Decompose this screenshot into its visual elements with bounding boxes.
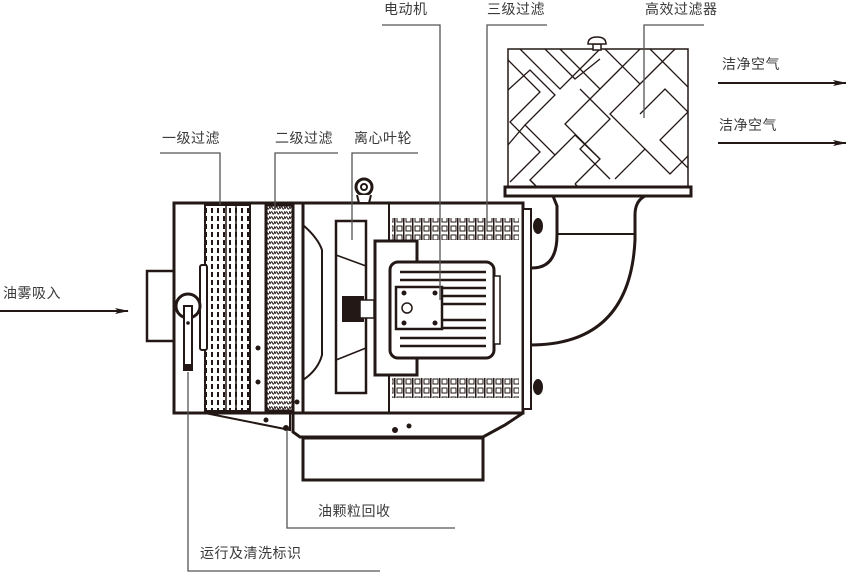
lifting-eye bbox=[354, 177, 374, 204]
label-motor: 电动机 bbox=[384, 2, 428, 18]
leader-hepa bbox=[643, 24, 704, 118]
motor bbox=[373, 239, 501, 377]
leader-motor bbox=[382, 24, 441, 300]
oil-recovery-tray bbox=[291, 411, 524, 482]
label-oil-particle-recovery: 油颗粒回收 bbox=[318, 504, 391, 520]
leader-first-filter bbox=[160, 152, 221, 205]
label-oil-mist-inlet: 油雾吸入 bbox=[3, 286, 61, 302]
label-run-clean-indicator: 运行及清洗标识 bbox=[200, 546, 302, 562]
side-knobs bbox=[522, 208, 543, 410]
leader-oil-recovery bbox=[286, 430, 455, 529]
leader-second-filter bbox=[274, 152, 338, 210]
leader-indicator bbox=[187, 372, 380, 572]
label-third-filter: 三级过滤 bbox=[487, 2, 545, 18]
leader-lines bbox=[160, 24, 704, 572]
run-clean-indicator bbox=[174, 264, 208, 371]
label-second-filter: 二级过滤 bbox=[275, 131, 333, 147]
first-filter bbox=[204, 204, 251, 412]
third-filter-bottom bbox=[392, 378, 519, 398]
label-impeller: 离心叶轮 bbox=[354, 131, 412, 147]
label-hepa-filter: 高效过滤器 bbox=[645, 2, 718, 18]
second-filter bbox=[255, 203, 300, 413]
elbow-duct bbox=[529, 194, 646, 347]
leader-impeller bbox=[351, 152, 418, 240]
label-clean-air-2: 洁净空气 bbox=[719, 118, 777, 134]
label-clean-air-1: 洁净空气 bbox=[722, 57, 780, 73]
label-first-filter: 一级过滤 bbox=[162, 131, 220, 147]
third-filter-top bbox=[392, 218, 519, 240]
inlet-collar bbox=[145, 269, 177, 343]
hepa-filter bbox=[503, 36, 693, 198]
leader-third-filter bbox=[486, 24, 547, 230]
